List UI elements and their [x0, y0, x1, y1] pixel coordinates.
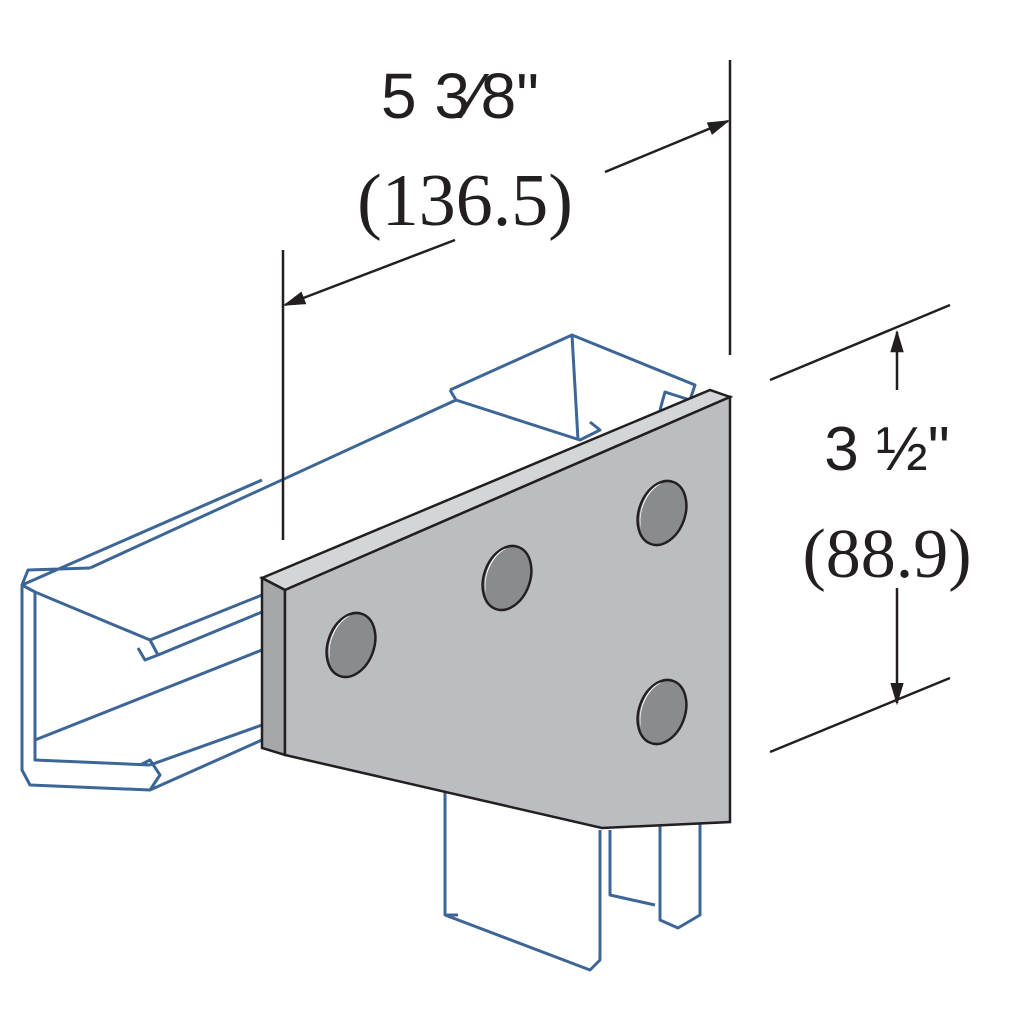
arrow-right [604, 119, 731, 174]
plate-side-edge [260, 575, 287, 757]
bottom-channel [443, 790, 702, 972]
plate-face [283, 395, 732, 830]
width-imperial-label: 5 3⁄8" [381, 60, 539, 132]
height-imperial-label: 3 ½" [824, 415, 949, 484]
mounting-holes [325, 479, 688, 746]
width-dimension-lines [281, 60, 732, 540]
left-channel [20, 478, 263, 792]
width-metric-label: (136.5) [357, 160, 573, 242]
hole [325, 611, 377, 679]
hole [481, 544, 533, 612]
hole [636, 479, 688, 547]
top-channel [89, 333, 697, 570]
height-metric-label: (88.9) [802, 516, 971, 593]
height-dimension-lines [769, 303, 951, 754]
hole [636, 678, 688, 746]
arrow-left [282, 238, 456, 307]
plate [259, 388, 734, 830]
